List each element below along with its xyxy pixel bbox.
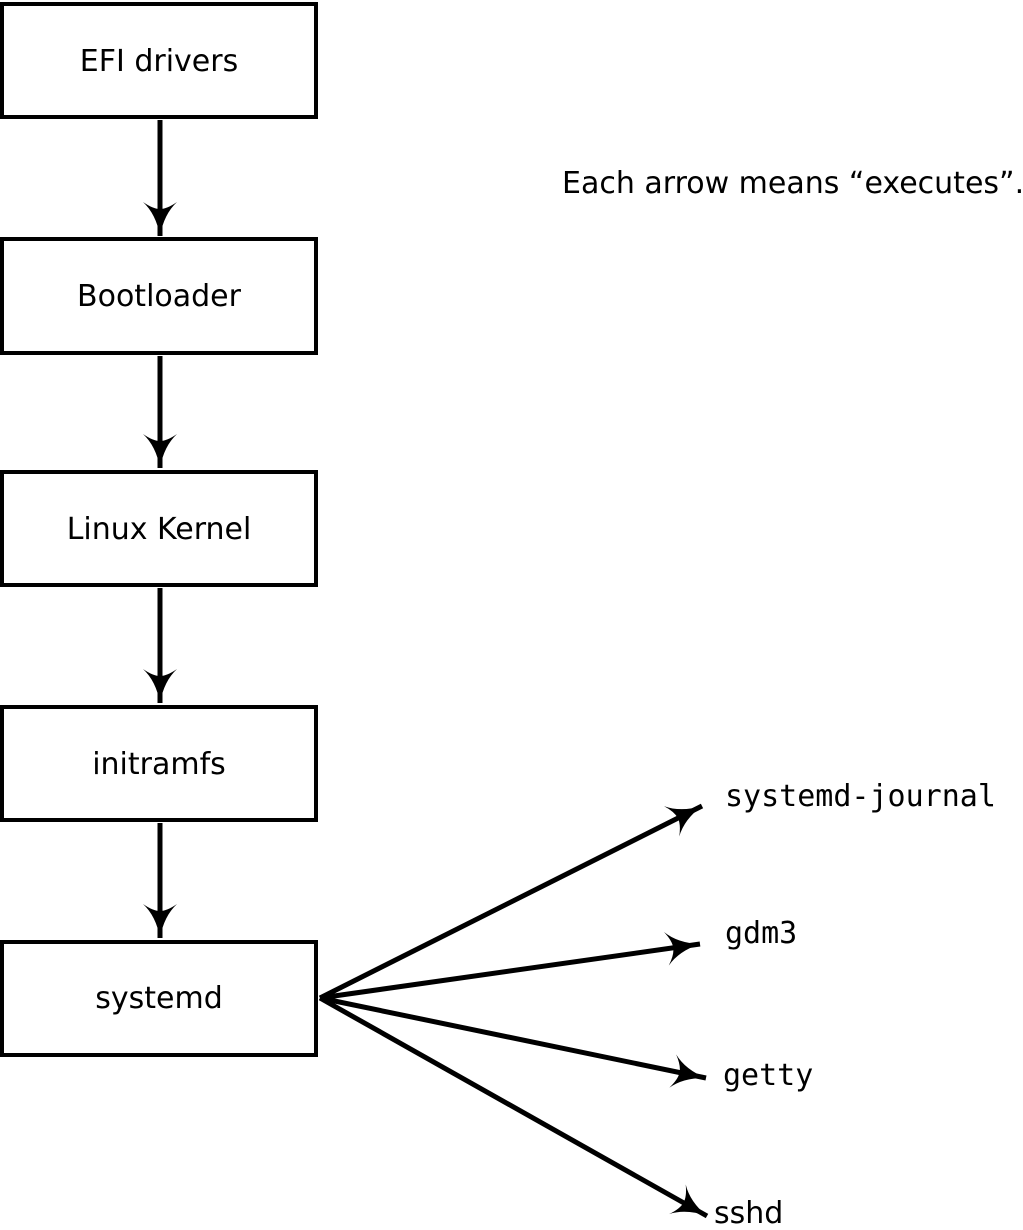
box-label-systemd: systemd (95, 981, 223, 1016)
box-label-efi-drivers: EFI drivers (80, 44, 238, 79)
box-label-linux-kernel: Linux Kernel (67, 512, 252, 547)
box-initramfs (0, 705, 318, 822)
process-label-systemd-journal: systemd-journal (725, 779, 996, 814)
box-systemd (0, 940, 318, 1057)
box-bootloader (0, 237, 318, 355)
box-label-bootloader: Bootloader (77, 279, 242, 314)
arrow-systemd-to-systemd-journal (318, 803, 704, 1001)
annotation-text: Each arrow means “executes”. (562, 166, 1023, 201)
arrow-systemd-to-getty (319, 995, 707, 1088)
process-label-getty: getty (723, 1058, 813, 1093)
process-label-gdm3: gdm3 (725, 916, 797, 951)
arrow-systemd-to-gdm3 (319, 931, 701, 1001)
box-linux-kernel (0, 470, 318, 587)
process-label-sshd: sshd (714, 1196, 783, 1230)
box-label-initramfs: initramfs (92, 747, 226, 782)
box-efi-drivers (0, 2, 318, 119)
arrow-systemd-to-sshd (318, 995, 709, 1219)
